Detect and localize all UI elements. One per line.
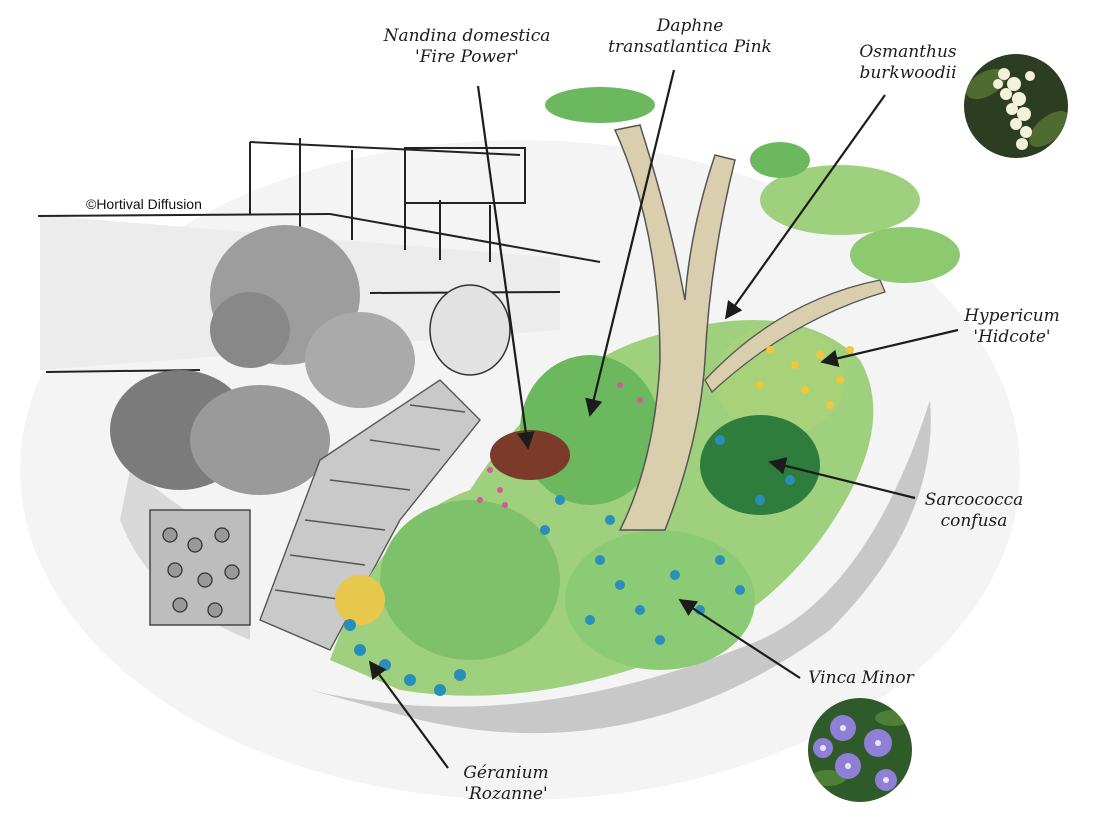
label-geranium-line2: 'Rozanne' xyxy=(464,784,548,804)
arrow-geranium xyxy=(368,660,449,769)
pink-flower-dots xyxy=(477,382,643,508)
arrow-vinca xyxy=(678,599,801,679)
grey-shrubs xyxy=(110,225,511,495)
copyright-credit: ©Hortival Diffusion xyxy=(86,196,202,212)
osmanthus-flower-drawing xyxy=(964,54,1068,158)
arrow-sarcococca xyxy=(768,457,916,500)
vinca-flower-photo xyxy=(808,698,912,802)
label-vinca: Vinca Minor xyxy=(798,668,924,689)
osmanthus-flower-photo xyxy=(964,54,1068,158)
label-nandina-line2: 'Fire Power' xyxy=(415,47,519,67)
arrow-nandina xyxy=(476,85,535,450)
stone-stairs xyxy=(259,379,481,651)
arrow-daphne xyxy=(585,69,676,417)
vinca-flower-drawing xyxy=(808,698,912,802)
label-nandina-line1: Nandina domestica xyxy=(383,26,551,46)
label-geranium: Géranium 'Rozanne' xyxy=(450,763,562,805)
label-arrows xyxy=(368,69,959,769)
label-sarcococca-line1: Sarcococca xyxy=(924,490,1024,510)
label-daphne-line2: transatlantica Pink xyxy=(608,37,772,57)
label-daphne-line1: Daphne xyxy=(656,16,724,36)
log-pile xyxy=(149,509,251,626)
label-vinca-line1: Vinca Minor xyxy=(808,668,914,688)
planting-bed xyxy=(330,320,874,696)
bed-shadow xyxy=(310,400,931,734)
label-nandina: Nandina domestica 'Fire Power' xyxy=(376,26,558,68)
label-sarcococca: Sarcococca confusa xyxy=(914,490,1034,532)
label-osmanthus-line1: Osmanthus xyxy=(859,42,957,62)
label-hypericum: Hypericum 'Hidcote' xyxy=(956,306,1068,348)
arrow-osmanthus xyxy=(724,94,886,320)
label-osmanthus: Osmanthus burkwoodii xyxy=(848,42,968,84)
label-hypericum-line2: 'Hidcote' xyxy=(973,327,1051,347)
label-geranium-line1: Géranium xyxy=(463,763,549,783)
blue-flower-dots xyxy=(344,435,795,696)
tree xyxy=(545,87,960,531)
label-sarcococca-line2: confusa xyxy=(940,511,1008,531)
label-osmanthus-line2: burkwoodii xyxy=(859,63,957,83)
arrow-hypericum xyxy=(820,328,959,367)
label-daphne: Daphne transatlantica Pink xyxy=(594,16,786,58)
stone-wall-sketch xyxy=(37,138,601,373)
label-hypericum-line1: Hypericum xyxy=(964,306,1060,326)
